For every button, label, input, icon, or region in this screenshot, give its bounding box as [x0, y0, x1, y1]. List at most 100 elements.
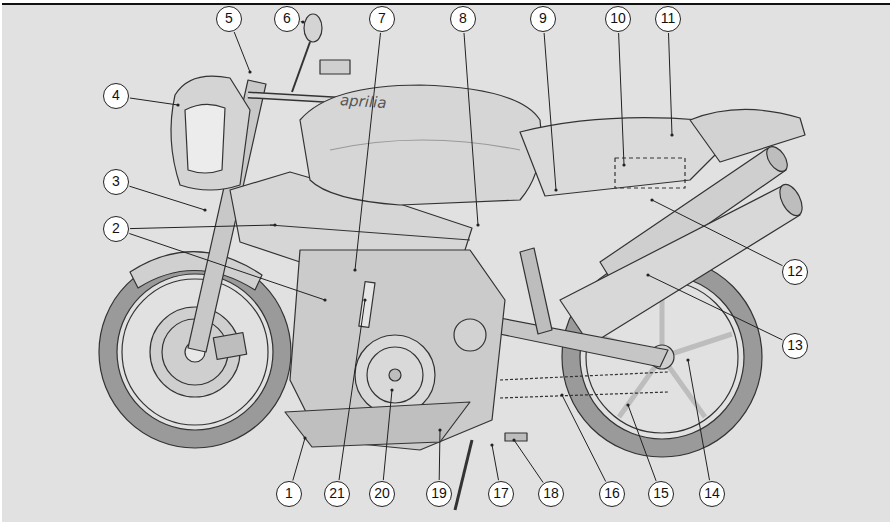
leader-dot [301, 20, 304, 23]
callout-number: 12 [782, 259, 808, 285]
callout-number: 15 [648, 481, 674, 507]
callout-number: 21 [324, 481, 350, 507]
motorcycle-ellipse [304, 14, 322, 42]
callout-number: 7 [369, 6, 395, 32]
leader-line [652, 200, 783, 266]
motorcycle-rect [505, 433, 527, 441]
motorcycle-path [185, 104, 225, 173]
callout-number: 8 [450, 6, 476, 32]
leader-dot [646, 273, 649, 276]
motorcycle-line [500, 372, 668, 380]
motorcycle-ellipse [763, 143, 792, 175]
motorcycle-path [520, 118, 720, 196]
motorcycle-rect [615, 158, 685, 188]
motorcycle-circle [367, 347, 423, 403]
motorcycle-ellipse [775, 181, 806, 219]
leader-dot [560, 393, 563, 396]
callout-number: 1 [276, 481, 302, 507]
leader-line [130, 225, 275, 229]
motorcycle-circle [117, 274, 273, 430]
motorcycle-polygon [480, 318, 668, 367]
motorcycle-rect [359, 282, 375, 328]
motorcycle-path [130, 252, 262, 290]
leader-line [234, 32, 250, 72]
leader-dot [476, 223, 479, 226]
callout-number: 14 [699, 481, 725, 507]
callout-number: 13 [782, 333, 808, 359]
callout-number: 3 [103, 169, 129, 195]
motorcycle-circle [389, 369, 401, 381]
motorcycle-path [300, 85, 541, 205]
motorcycle-line [292, 42, 310, 92]
leader-dot [512, 438, 515, 441]
motorcycle-circle [454, 319, 486, 351]
leader-line [669, 33, 673, 135]
leader-dot [363, 298, 366, 301]
motorcycle-polygon [560, 186, 800, 345]
motorcycle-rect [320, 60, 350, 74]
leader-dot [273, 223, 276, 226]
motorcycle-rect [2, 4, 890, 522]
leader-line [130, 98, 178, 105]
callout-number: 4 [103, 83, 129, 109]
leader-line [129, 234, 325, 301]
callout-number: 5 [216, 6, 242, 32]
leader-dot [438, 428, 441, 431]
leader-dot [622, 163, 625, 166]
callout-number: 18 [538, 481, 564, 507]
callout-number: 2 [103, 216, 129, 242]
motorcycle-polygon [520, 248, 552, 334]
motorcycle-rect [213, 333, 246, 360]
callout-number: 6 [274, 6, 300, 32]
leader-dot [650, 198, 653, 201]
leader-line [464, 33, 478, 225]
leader-dot [490, 443, 493, 446]
leader-line [355, 33, 381, 270]
leader-line [628, 405, 656, 481]
leader-line [293, 438, 305, 481]
motorcycle-line [500, 392, 668, 398]
leader-line [439, 430, 441, 480]
leader-dot [303, 436, 306, 439]
leader-line [648, 275, 782, 340]
callout-number: 10 [605, 6, 631, 32]
leader-line [562, 395, 606, 482]
leader-dot [176, 103, 179, 106]
leader-line [383, 390, 392, 480]
motorcycle-circle [355, 335, 435, 415]
leader-dot [554, 188, 557, 191]
motorcycle-g [99, 14, 807, 510]
motorcycle-path [690, 109, 805, 162]
motorcycle-path [171, 76, 250, 190]
callout-number: 11 [655, 6, 681, 32]
motorcycle-circle [122, 279, 268, 425]
leader-dot [248, 70, 251, 73]
brand-logo-text: aprilia [339, 91, 387, 112]
leader-dot [670, 133, 673, 136]
motorcycle-line [455, 440, 472, 510]
motorcycle-circle [99, 256, 291, 448]
leader-dot [353, 268, 356, 271]
callout-number: 17 [488, 481, 514, 507]
motorcycle-path [330, 140, 520, 150]
leader-dot [626, 403, 629, 406]
leader-dot [203, 208, 206, 211]
leader-line [129, 186, 205, 210]
leader-dot [323, 298, 326, 301]
motorcycle-polygon [285, 402, 470, 447]
leader-line [492, 445, 499, 480]
leader-line [544, 33, 556, 190]
motorcycle-line [270, 225, 470, 240]
leader-line [619, 33, 624, 165]
leader-dot [390, 388, 393, 391]
leader-dot [686, 358, 689, 361]
callout-number: 9 [530, 6, 556, 32]
motorcycle-line [2, 3, 890, 5]
callout-number: 16 [599, 481, 625, 507]
leader-line [339, 300, 365, 480]
callout-number: 20 [369, 481, 395, 507]
